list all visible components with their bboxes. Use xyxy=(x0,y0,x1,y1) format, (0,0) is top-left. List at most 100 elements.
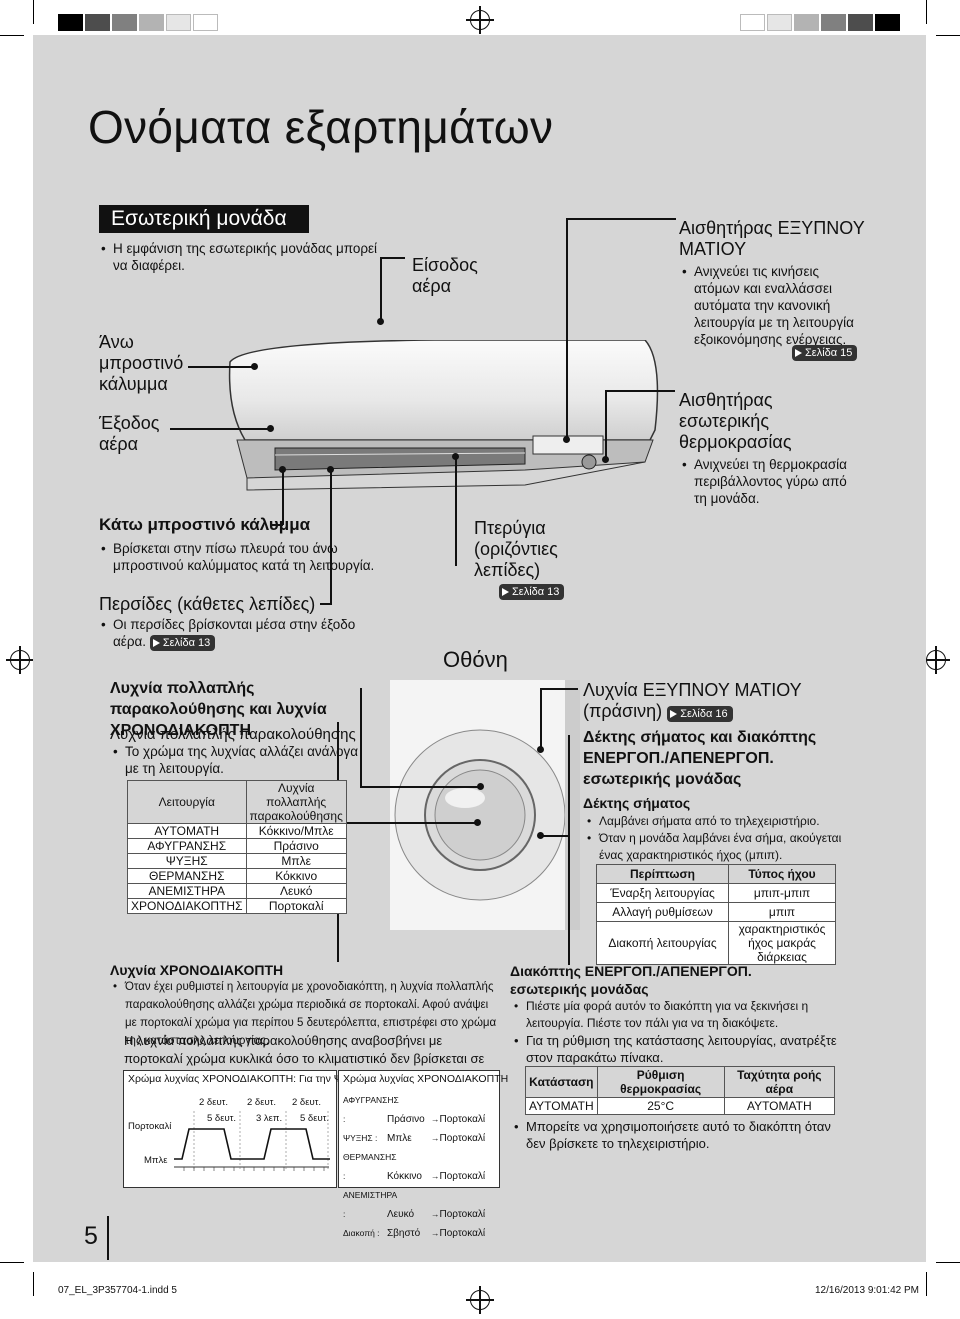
table-cell: Έναρξη λειτουργίας xyxy=(596,883,729,903)
table-row: ΑΥΤΟΜΑΤΗ 25°C ΑΥΤΟΜΑΤΗ xyxy=(525,1097,836,1115)
leader-line xyxy=(540,688,542,748)
timer-chart-annotation: 5 δευτ. xyxy=(207,1113,237,1124)
leader-line xyxy=(568,735,570,965)
flaps-page-ref[interactable]: Σελίδα 13 xyxy=(499,582,565,600)
multi-lamp-subtitle: Λυχνία πολλαπλής παρακολούθησης xyxy=(110,726,356,743)
registration-mark-icon xyxy=(922,646,950,674)
louvers-note: Οι περσίδες βρίσκονται μέσα στην έξοδο α… xyxy=(101,616,391,651)
page-number: 5 xyxy=(84,1222,98,1250)
switch-table: Κατάσταση Ρύθμιση θερμοκρασίας Ταχύτητα … xyxy=(525,1066,836,1115)
smart-eye-sensor-note: Ανιχνεύει τις κινήσεις ατόμων και εναλλά… xyxy=(682,263,867,348)
receiver-title: Δέκτης σήματος και διακόπτης ΕΝΕΡΓΟΠ./ΑΠ… xyxy=(583,729,817,788)
table-cell: Κόκκινο/Μπλε xyxy=(245,823,347,839)
arrow-right-icon: → xyxy=(431,1114,440,1124)
multi-lamp-note-item: Το χρώμα της λυχνίας αλλάζει ανάλογα με … xyxy=(113,743,373,777)
switch-note-item: Για τη ρύθμιση της κατάστασης λειτουργία… xyxy=(514,1032,844,1066)
color-swatch xyxy=(85,14,110,31)
timer-chart-y-label: Πορτοκαλί xyxy=(128,1121,172,1132)
crop-mark xyxy=(926,0,927,24)
section-bar: Εσωτερική μονάδα xyxy=(99,205,309,233)
leader-dot xyxy=(279,466,286,473)
timer-lamp-title: Λυχνία ΧΡΟΝΟΔΙΑΚΟΠΤΗ xyxy=(110,962,284,978)
registration-mark-icon xyxy=(466,1286,494,1314)
switch-table-header: Κατάσταση xyxy=(525,1066,598,1098)
table-cell: Αλλαγή ρυθμίσεων xyxy=(596,902,729,922)
leader-line xyxy=(330,470,332,603)
color-swatch xyxy=(58,14,83,31)
color-swatch xyxy=(794,14,819,31)
arrow-right-icon: → xyxy=(431,1133,440,1143)
receiver-note-item: Όταν η μονάδα λαμβάνει ένα σήμα, ακούγετ… xyxy=(587,830,847,864)
switch-note-item: Μπορείτε να χρησιμοποιήσετε αυτό το διακ… xyxy=(514,1118,844,1152)
registration-mark-icon xyxy=(466,6,494,34)
table-cell: Λευκό xyxy=(245,883,347,899)
temp-sensor-note-item: Ανιχνεύει τη θερμοκρασία περιβάλλοντος γ… xyxy=(682,456,862,507)
table-cell: χαρακτηριστικός ήχος μακράς διάρκειας xyxy=(728,921,836,965)
table-cell: ΨΥΞΗΣ xyxy=(127,853,247,869)
beep-table-header: Τύπος ήχου xyxy=(728,864,836,884)
beep-table-header: Περίπτωση xyxy=(596,864,729,884)
lower-cover-note: Βρίσκεται στην πίσω πλευρά του άνω μπροσ… xyxy=(101,540,401,574)
color-chart-title: Χρώμα λυχνίας ΧΡΟΝΟΔΙΑΚΟΠΤΗ xyxy=(343,1073,509,1085)
color-swatch xyxy=(139,14,164,31)
lower-cover-label: Κάτω μπροστινό κάλυμμα xyxy=(99,515,311,534)
timer-lamp-note-item: Όταν έχει ρυθμιστεί η λειτουργία με χρον… xyxy=(113,978,503,1050)
timer-chart-annotation: 5 δευτ. xyxy=(300,1113,330,1124)
crop-mark xyxy=(0,35,24,36)
color-chart-row: ΘΕΡΜΑΝΣΗΣ :Κόκκινο→Πορτοκαλί xyxy=(343,1152,486,1182)
leader-line xyxy=(605,390,607,460)
smart-eye-page-ref[interactable]: Σελίδα 15 xyxy=(792,343,858,361)
table-cell: ΑΦΥΓΡΑΝΣΗΣ xyxy=(127,838,247,854)
leader-line xyxy=(455,456,457,566)
temp-sensor-label: Αισθητήρας εσωτερικής θερμοκρασίας xyxy=(679,390,792,452)
table-cell: Πορτοκαλί xyxy=(245,898,347,914)
table-cell: μπιπ-μπιπ xyxy=(728,883,836,903)
footer-date: 12/16/2013 9:01:42 PM xyxy=(815,1285,919,1296)
page-ref-arrow-icon xyxy=(670,710,678,718)
louvers-page-ref[interactable]: Σελίδα 13 xyxy=(149,635,216,651)
switch-note-item: Πιέστε μία φορά αυτόν το διακόπτη για να… xyxy=(514,998,844,1032)
color-chart-row: Διακοπή :Σβηστό→Πορτοκαλί xyxy=(343,1228,486,1239)
intro-note-item: Η εμφάνιση της εσωτερικής μονάδας μπορεί… xyxy=(101,240,381,274)
leader-line xyxy=(605,390,675,392)
color-chart-row: ΨΥΞΗΣ :Μπλε→Πορτοκαλί xyxy=(343,1133,486,1144)
page-number-rule xyxy=(107,1216,109,1260)
mode-table-header: Λειτουργία xyxy=(127,780,247,824)
table-cell: ΘΕΡΜΑΝΣΗΣ xyxy=(127,868,247,884)
timer-chart-annotation: 2 δευτ. xyxy=(247,1097,277,1108)
timer-chart: Χρώμα λυχνίας ΧΡΟΝΟΔΙΑΚΟΠΤΗ: Για την ΨΥΞ… xyxy=(123,1070,364,1188)
multi-lamp-note: Το χρώμα της λυχνίας αλλάζει ανάλογα με … xyxy=(113,743,373,777)
leader-line xyxy=(540,688,578,690)
smart-eye-lamp-label: Λυχνία ΕΞΥΠΝΟΥ ΜΑΤΙΟΥ (πράσινη) Σελίδα 1… xyxy=(583,680,802,722)
leader-line xyxy=(188,366,254,368)
smart-eye-sensor-label: Αισθητήρας ΕΞΥΠΝΟΥ ΜΑΤΙΟΥ xyxy=(679,218,865,259)
color-swatch xyxy=(848,14,873,31)
receiver-notes: Λαμβάνει σήματα από το τηλεχειριστήριο. … xyxy=(587,813,847,864)
smart-eye-lamp-page-ref[interactable]: Σελίδα 16 xyxy=(667,706,733,722)
timer-chart-annotation: 2 δευτ. xyxy=(292,1097,322,1108)
leader-dot xyxy=(251,363,258,370)
flaps-label: Πτερύγια (οριζόντιες λεπίδες) xyxy=(474,518,558,580)
color-swatch xyxy=(821,14,846,31)
color-swatch xyxy=(112,14,137,31)
leader-line xyxy=(380,257,405,259)
timer-lamp-notes: Όταν έχει ρυθμιστεί η λειτουργία με χρον… xyxy=(113,978,503,1050)
display-closeup-illustration xyxy=(390,680,580,930)
timer-chart-title: Χρώμα λυχνίας ΧΡΟΝΟΔΙΑΚΟΠΤΗ: Για την ΨΥΞ… xyxy=(128,1073,364,1085)
switch-note-extra: Μπορείτε να χρησιμοποιήσετε αυτό το διακ… xyxy=(514,1118,844,1152)
receiver-note-item: Λαμβάνει σήματα από το τηλεχειριστήριο. xyxy=(587,813,847,830)
crop-mark xyxy=(936,1262,960,1263)
table-cell: Μπλε xyxy=(245,853,347,869)
table-cell: ΑΥΤΟΜΑΤΗ xyxy=(525,1097,598,1115)
temp-sensor-note: Ανιχνεύει τη θερμοκρασία περιβάλλοντος γ… xyxy=(682,456,862,507)
switch-title: Διακόπτης ΕΝΕΡΓΟΠ./ΑΠΕΝΕΡΓΟΠ. εσωτερικής… xyxy=(510,963,752,997)
table-cell: μπιπ xyxy=(728,902,836,922)
table-cell: ΧΡΟΝΟΔΙΑΚΟΠΤΗΣ xyxy=(127,898,247,914)
table-cell: ΑΥΤΟΜΑΤΗ xyxy=(127,823,247,839)
timer-color-chart: Χρώμα λυχνίας ΧΡΟΝΟΔΙΑΚΟΠΤΗ ΑΦΥΓΡΑΝΣΗΣ :… xyxy=(338,1070,508,1239)
leader-line xyxy=(360,786,480,788)
